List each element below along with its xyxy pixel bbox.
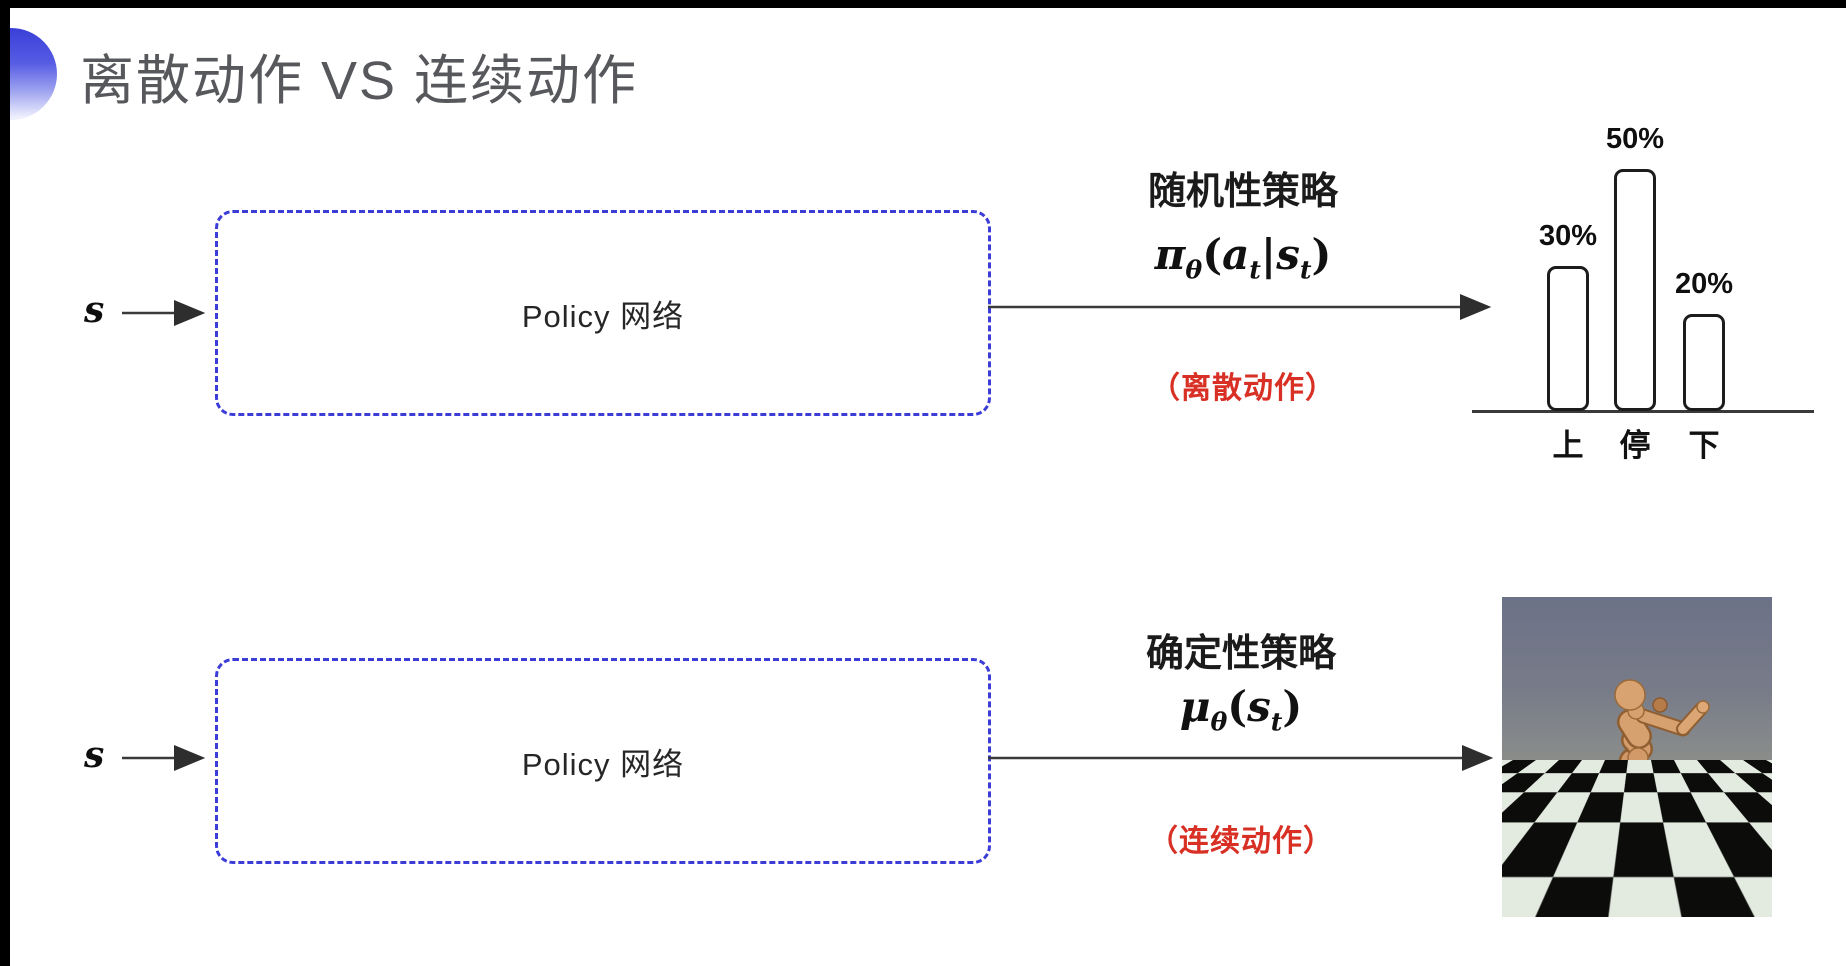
formula-separator: |	[1260, 230, 1277, 279]
category-label-stop: 停	[1619, 428, 1651, 463]
formula-symbol-sub: θ	[1210, 706, 1228, 737]
category-label-down: 下	[1688, 428, 1720, 463]
formula-arg1: s	[1247, 682, 1271, 731]
bar-value-label: 20%	[1674, 268, 1734, 300]
stochastic-policy-formula: πθ(at|st)	[1088, 230, 1398, 284]
formula-arg1: a	[1222, 230, 1250, 279]
bar-value-label: 30%	[1538, 220, 1598, 252]
left-frame-bar	[0, 0, 10, 966]
page-title: 离散动作 VS 连续动作	[80, 51, 639, 111]
category-label-up: 上	[1552, 428, 1584, 463]
bar-1	[1614, 169, 1656, 411]
bar-group-up: 30%	[1533, 220, 1603, 411]
deterministic-policy-heading: 确定性策略	[1145, 633, 1336, 675]
formula-open-paren: (	[1227, 682, 1248, 731]
state-input-label-bottom: s	[84, 734, 105, 776]
formula-close-paren: )	[1311, 230, 1332, 279]
policy-network-box-bottom: Policy 网络	[215, 658, 991, 864]
formula-arg2: s	[1276, 230, 1300, 279]
action-probability-bar-chart: 30% 50% 20% 上 停 下	[1460, 100, 1840, 472]
top-frame-bar	[0, 0, 1846, 8]
policy-network-box-top: Policy 网络	[215, 210, 991, 416]
humanoid-figure	[1502, 679, 1710, 911]
formula-symbol: π	[1154, 230, 1186, 279]
formula-close-paren: )	[1282, 682, 1303, 731]
bar-value-label: 50%	[1605, 123, 1665, 155]
formula-arg2-sub: t	[1299, 254, 1312, 285]
formula-arg1-sub: t	[1270, 706, 1283, 737]
formula-arg1-sub: t	[1249, 254, 1261, 285]
deterministic-policy-formula: μθ(st)	[1086, 682, 1396, 736]
bar-2	[1683, 314, 1725, 411]
bar-group-stop: 50%	[1600, 123, 1670, 411]
bar-0	[1547, 266, 1589, 411]
chart-baseline	[1472, 410, 1814, 413]
stochastic-policy-heading: 随机性策略	[1147, 171, 1338, 213]
formula-open-paren: (	[1202, 230, 1223, 279]
formula-symbol-sub: θ	[1185, 254, 1203, 285]
formula-symbol: μ	[1179, 682, 1211, 731]
policy-network-label-bottom: Policy 网络	[521, 746, 685, 782]
policy-network-label-top: Policy 网络	[521, 298, 685, 334]
state-input-label-top: s	[84, 289, 105, 331]
continuous-action-note: （连续动作）	[1148, 825, 1334, 858]
humanoid-robot-image	[1502, 597, 1772, 917]
bar-group-down: 20%	[1669, 268, 1739, 411]
discrete-action-note: （离散动作）	[1150, 372, 1336, 405]
